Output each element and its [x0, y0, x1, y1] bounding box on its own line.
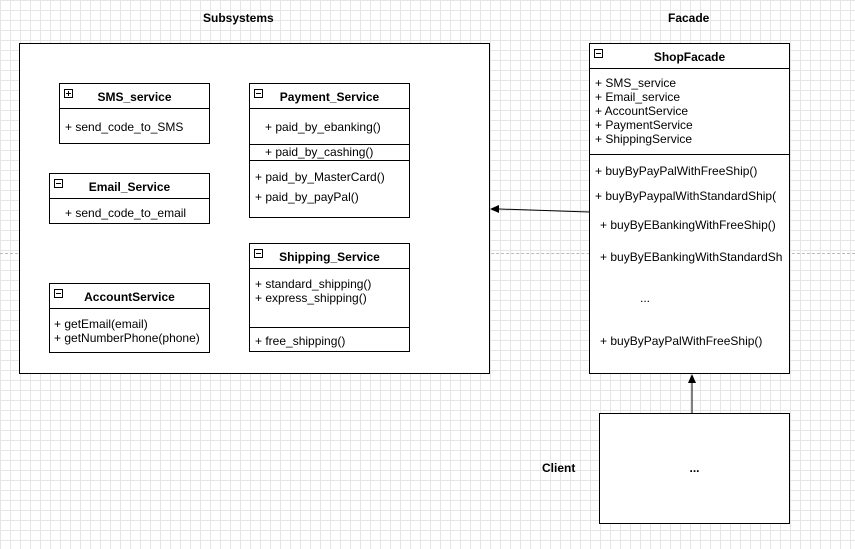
account-service-class[interactable]: AccountService + getEmail(email) + getNu… [49, 283, 210, 353]
collapse-icon[interactable] [594, 49, 603, 58]
method-row: + send_code_to_SMS [65, 120, 184, 134]
shopfacade-class[interactable]: ShopFacade + SMS_service + Email_service… [589, 43, 790, 374]
section-divider [250, 160, 409, 161]
field-row: + PaymentService [595, 118, 693, 132]
facade-to-subsystems-arrow[interactable] [490, 205, 590, 213]
method-row: + paid_by_MasterCard() [255, 170, 385, 184]
class-title: Shipping_Service [250, 244, 409, 269]
method-row: + buyByPayPalWithFreeShip() [600, 334, 763, 348]
section-divider [590, 154, 789, 155]
collapse-icon[interactable] [254, 249, 263, 258]
client-box[interactable]: ... [599, 413, 790, 524]
class-title: SMS_service [60, 84, 209, 109]
class-title: Email_Service [50, 174, 209, 199]
field-row: + express_shipping() [255, 291, 367, 305]
field-row: + paid_by_cashing() [265, 145, 374, 159]
method-row: + paid_by_payPal() [255, 190, 359, 204]
collapse-icon[interactable] [254, 89, 263, 98]
class-title: AccountService [50, 284, 209, 309]
sms-service-class[interactable]: SMS_service + send_code_to_SMS [59, 83, 210, 144]
section-divider [250, 327, 409, 328]
payment-service-class[interactable]: Payment_Service + paid_by_ebanking() + p… [249, 83, 410, 218]
field-row: + paid_by_ebanking() [265, 120, 381, 134]
client-to-facade-arrow[interactable] [688, 374, 696, 413]
collapse-icon[interactable] [54, 289, 63, 298]
field-row: + ShippingService [595, 132, 693, 146]
field-row: + AccountService [595, 104, 689, 118]
client-label: Client [542, 461, 576, 475]
method-row: + buyByPayPalWithFreeShip() [595, 164, 758, 178]
method-row: + send_code_to_email [65, 206, 187, 220]
class-title: Payment_Service [250, 84, 409, 109]
method-row: + getEmail(email) [54, 317, 148, 331]
method-row: + buyByEBankingWithStandardSh [600, 250, 783, 264]
expand-icon[interactable] [64, 89, 73, 98]
subsystems-label: Subsystems [203, 11, 274, 25]
method-row: + buyByEBankingWithFreeShip() [600, 218, 776, 232]
ellipsis-row: ... [640, 291, 651, 305]
email-service-class[interactable]: Email_Service + send_code_to_email [49, 173, 210, 224]
field-row: + standard_shipping() [255, 277, 372, 291]
field-row: + SMS_service [595, 76, 677, 90]
shipping-service-class[interactable]: Shipping_Service + standard_shipping() +… [249, 243, 410, 352]
collapse-icon[interactable] [54, 179, 63, 188]
method-row: + free_shipping() [255, 334, 346, 348]
row-divider [250, 144, 409, 145]
method-row: + getNumberPhone(phone) [54, 331, 200, 345]
method-row: + buyByPaypalWithStandardShip( [595, 189, 777, 203]
class-title: ShopFacade [590, 44, 789, 69]
facade-label: Facade [668, 11, 710, 25]
field-row: + Email_service [595, 90, 681, 104]
client-box-text: ... [689, 461, 700, 475]
